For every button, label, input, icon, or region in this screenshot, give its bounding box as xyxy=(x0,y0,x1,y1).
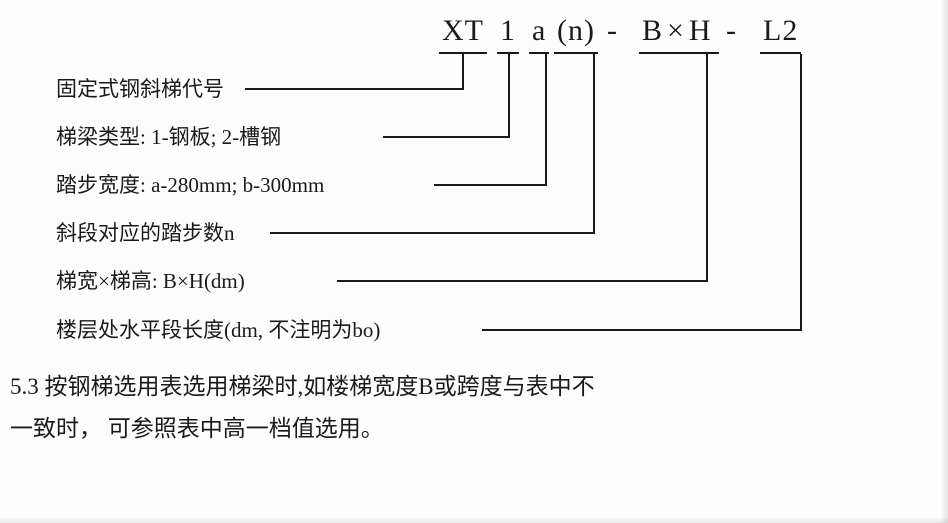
connector-line-landing-length xyxy=(482,54,802,331)
code-segment-width-height: B×H xyxy=(639,14,719,54)
code-segment-beam-type: 1 xyxy=(497,14,519,54)
label-step-width: 踏步宽度: a-280mm; b-300mm xyxy=(56,173,325,197)
label-landing-length: 楼层处水平段长度(dm, 不注明为bo) xyxy=(56,318,381,342)
note-line-1: 5.3 按钢梯选用表选用梯梁时,如楼梯宽度B或跨度与表中不 xyxy=(10,374,595,399)
connector-line-step-count xyxy=(270,54,595,234)
connector-line-beam-type xyxy=(383,54,510,138)
connector-line-ladder-code xyxy=(245,54,464,90)
label-width-height: 梯宽×梯高: B×H(dm) xyxy=(56,269,245,293)
scan-edge-bottom xyxy=(0,517,948,523)
label-step-count: 斜段对应的踏步数n xyxy=(56,221,235,245)
note-line-2: 一致时， 可参照表中高一档值选用。 xyxy=(10,416,384,441)
code-segment-landing-length: L2 xyxy=(760,14,802,54)
note-paragraph: 5.3 按钢梯选用表选用梯梁时,如楼梯宽度B或跨度与表中不 一致时， 可参照表中… xyxy=(10,366,595,450)
label-beam-type: 梯梁类型: 1-钢板; 2-槽钢 xyxy=(56,125,282,149)
code-segment-hyphen-2: - xyxy=(726,14,737,47)
connector-line-width-height xyxy=(337,54,708,282)
code-segment-step-width: a xyxy=(529,14,550,54)
label-ladder-code: 固定式钢斜梯代号 xyxy=(56,77,224,101)
code-segment-hyphen-1: - xyxy=(607,14,618,47)
connector-line-step-width xyxy=(434,54,547,186)
code-segment-ladder-code: XT xyxy=(439,14,487,54)
code-segment-step-count: (n) xyxy=(554,14,598,54)
scan-edge-right xyxy=(940,0,948,523)
